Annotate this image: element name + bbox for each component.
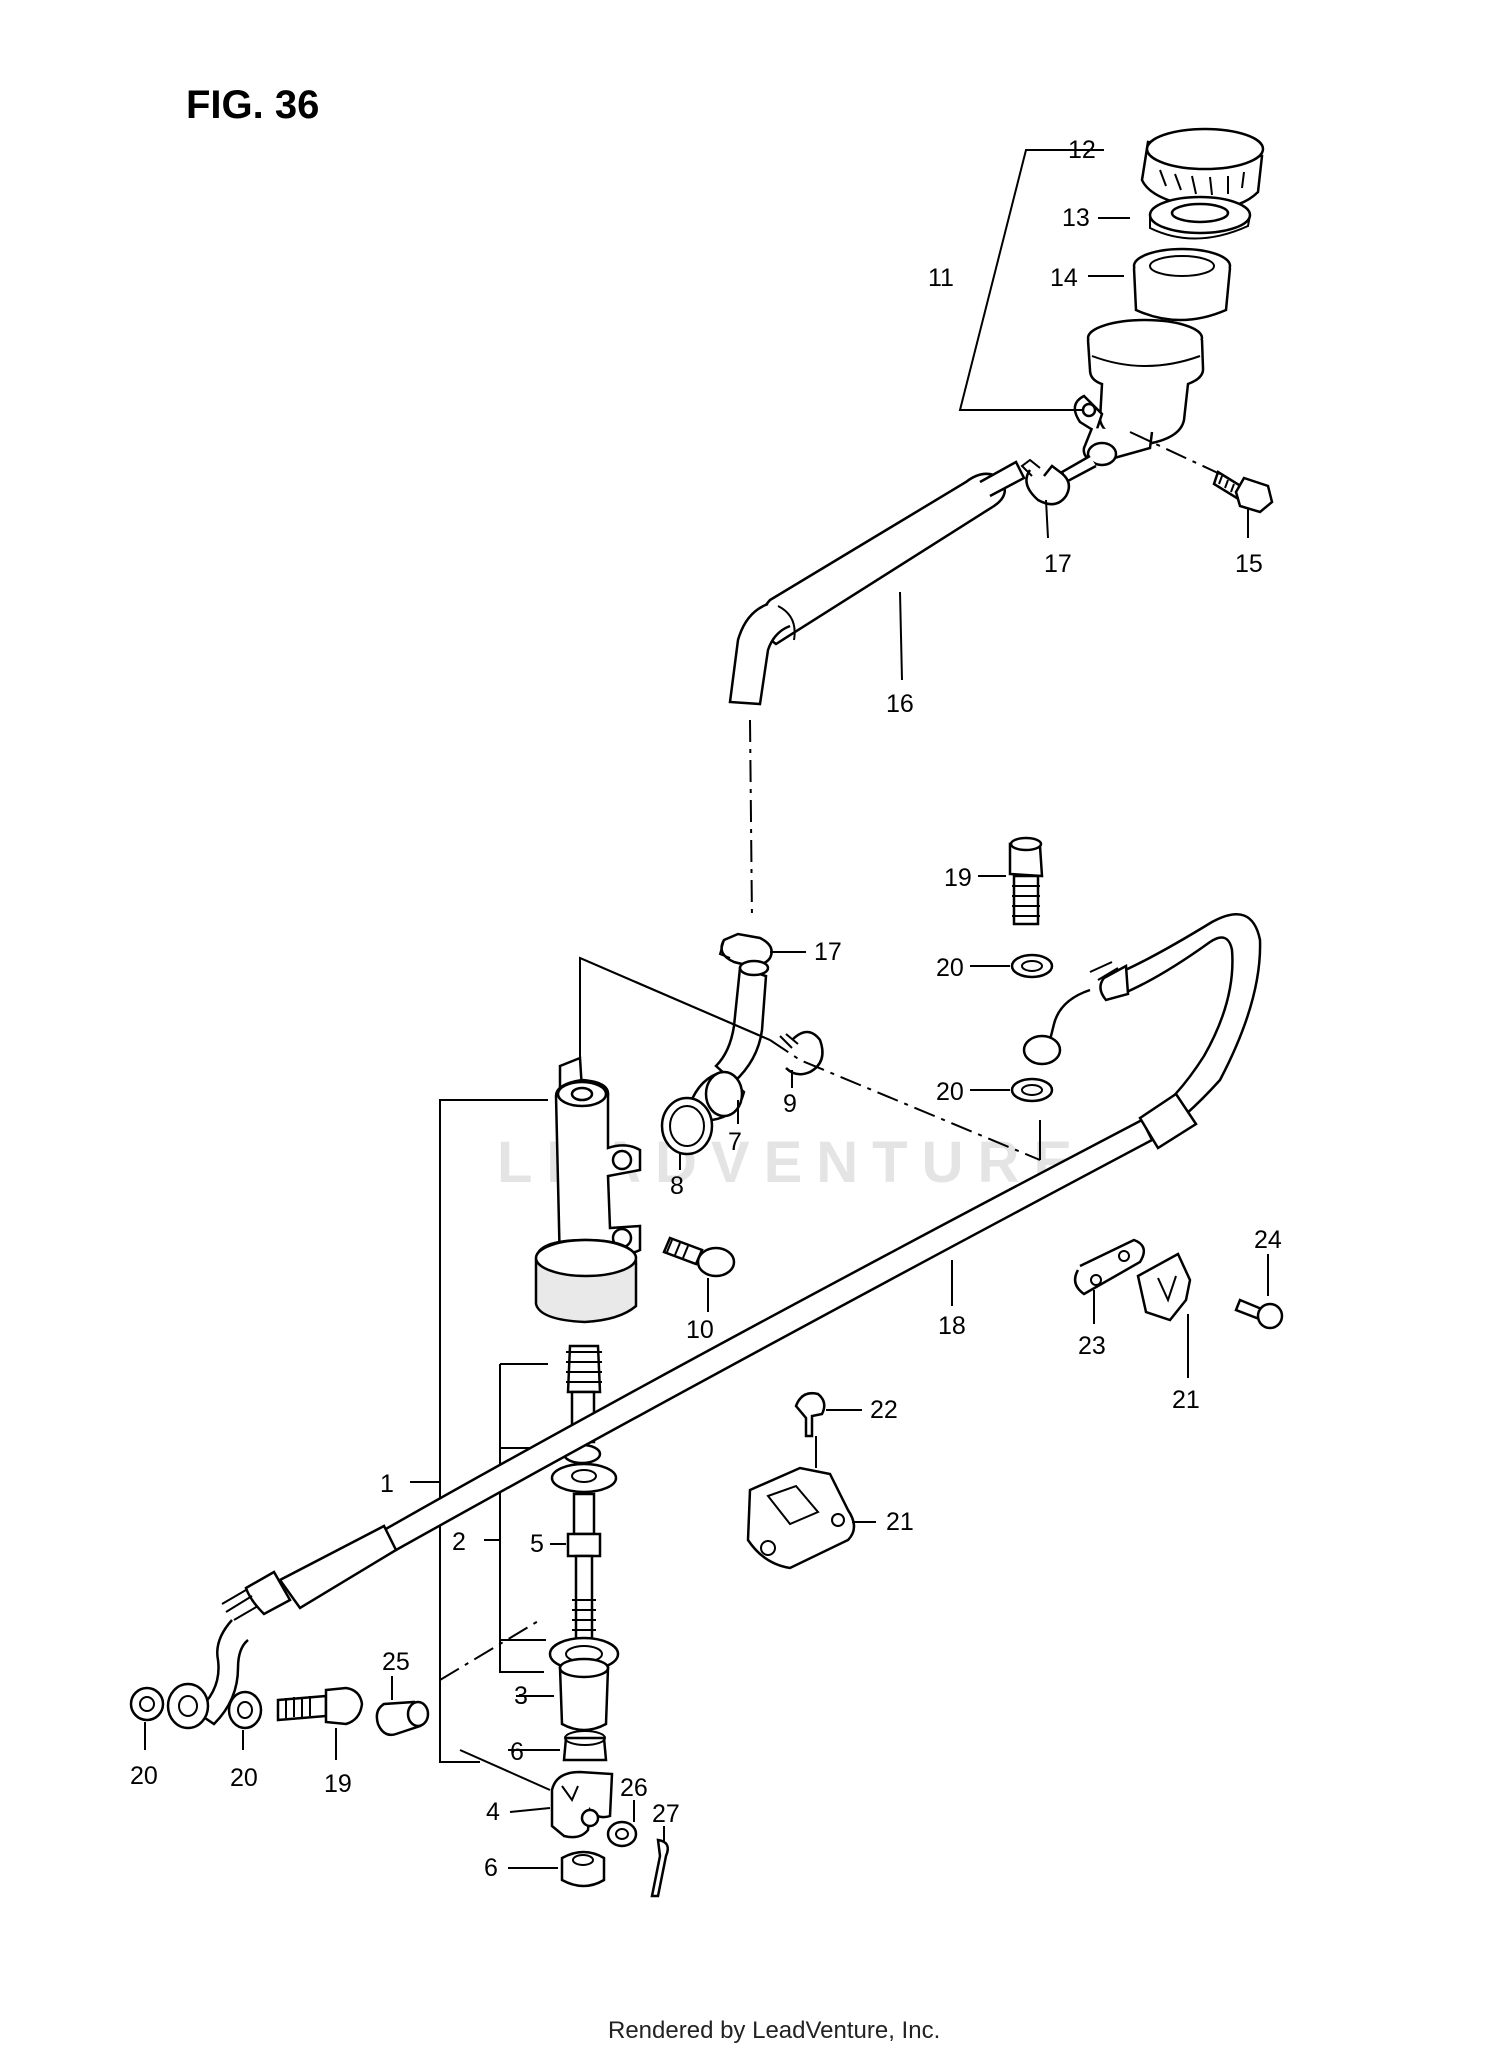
leader-line-1	[439, 1482, 480, 1763]
callout-10: 10	[686, 1316, 714, 1344]
callout-2: 2	[452, 1528, 466, 1556]
bolt-10	[662, 1236, 736, 1312]
callout-26: 26	[620, 1774, 648, 1802]
washer-26	[606, 1820, 638, 1848]
leader-line-16	[899, 591, 903, 681]
callout-12: 12	[1068, 136, 1096, 164]
hose-guide-21a	[1136, 1252, 1192, 1322]
banjo-hardware-upper	[970, 836, 1054, 1103]
callout-25: 25	[382, 1648, 410, 1676]
clevis	[550, 1770, 614, 1839]
clevis-assembly	[459, 1730, 669, 1898]
callout-14: 14	[1050, 264, 1078, 292]
washer-20d	[227, 1690, 263, 1730]
hose-clamp-lower	[720, 932, 773, 967]
callout-7: 7	[728, 1128, 742, 1156]
reservoir-body	[1060, 318, 1205, 484]
callout-23: 23	[1078, 1332, 1106, 1360]
figure-title: FIG. 36	[186, 83, 319, 127]
brake-hose	[193, 912, 1262, 1726]
callout-6-upper: 6	[510, 1738, 524, 1766]
callout-labels: 12 13 11 14 17 15 16 19 17 20 9 20 7 8 2…	[130, 136, 1282, 1882]
callout-15: 15	[1235, 550, 1263, 578]
hose-guides	[746, 1238, 1284, 1570]
leader-line-4	[509, 1807, 551, 1813]
render-credit: Rendered by LeadVenture, Inc.	[608, 2017, 940, 2044]
callout-22: 22	[870, 1396, 898, 1424]
diaphragm	[1132, 247, 1232, 322]
callout-11: 11	[928, 264, 954, 292]
guide-plate-23	[1073, 1238, 1146, 1296]
leader-line-11	[958, 149, 1083, 411]
cotter-pin	[650, 1838, 669, 1898]
callout-9: 9	[783, 1090, 797, 1118]
callout-6-lower: 6	[484, 1854, 498, 1882]
washer-20b	[1010, 1077, 1054, 1103]
washer-20c	[129, 1686, 165, 1722]
nut-6a	[562, 1736, 608, 1762]
callout-1: 1	[380, 1470, 394, 1498]
callout-20-upper-b: 20	[936, 1078, 964, 1106]
reservoir-assembly	[958, 127, 1274, 539]
callout-16: 16	[886, 690, 914, 718]
washer-20a	[1010, 953, 1054, 979]
leader-line-17a	[1045, 499, 1049, 539]
diaphragm-plate	[1148, 195, 1252, 240]
master-cylinder	[410, 956, 1041, 1763]
callout-4: 4	[486, 1798, 500, 1826]
callout-20-lower-a: 20	[130, 1762, 158, 1790]
callout-21-upper: 21	[1172, 1386, 1200, 1414]
center-line-15	[1129, 431, 1221, 475]
callout-17-upper: 17	[1044, 550, 1072, 578]
leader-line-2	[484, 1363, 548, 1673]
callout-24: 24	[1254, 1226, 1282, 1254]
callout-17-lower: 17	[814, 938, 842, 966]
screw-22	[794, 1392, 826, 1438]
callout-19-lower: 19	[324, 1770, 352, 1798]
callout-13: 13	[1062, 204, 1090, 232]
bolt-15	[1212, 470, 1274, 514]
hose-elbow	[714, 966, 768, 1084]
callout-27: 27	[652, 1800, 680, 1828]
push-rod-assembly	[484, 1344, 620, 1732]
callout-5: 5	[530, 1530, 544, 1558]
callout-19-upper: 19	[944, 864, 972, 892]
hose-clamp-upper	[1020, 458, 1071, 506]
callout-20-lower-b: 20	[230, 1764, 258, 1792]
callout-3: 3	[514, 1682, 528, 1710]
banjo-hardware-lower	[129, 1676, 430, 1760]
reservoir-hose	[728, 460, 1026, 921]
master-cylinder-fittings	[660, 932, 824, 1170]
callout-20-upper-a: 20	[936, 954, 964, 982]
callout-8: 8	[670, 1172, 684, 1200]
nut-6b	[560, 1850, 606, 1888]
center-line-hose	[749, 719, 753, 921]
callout-21-lower: 21	[886, 1508, 914, 1536]
center-line-hose-18	[439, 1619, 541, 1681]
callout-18: 18	[938, 1312, 966, 1340]
